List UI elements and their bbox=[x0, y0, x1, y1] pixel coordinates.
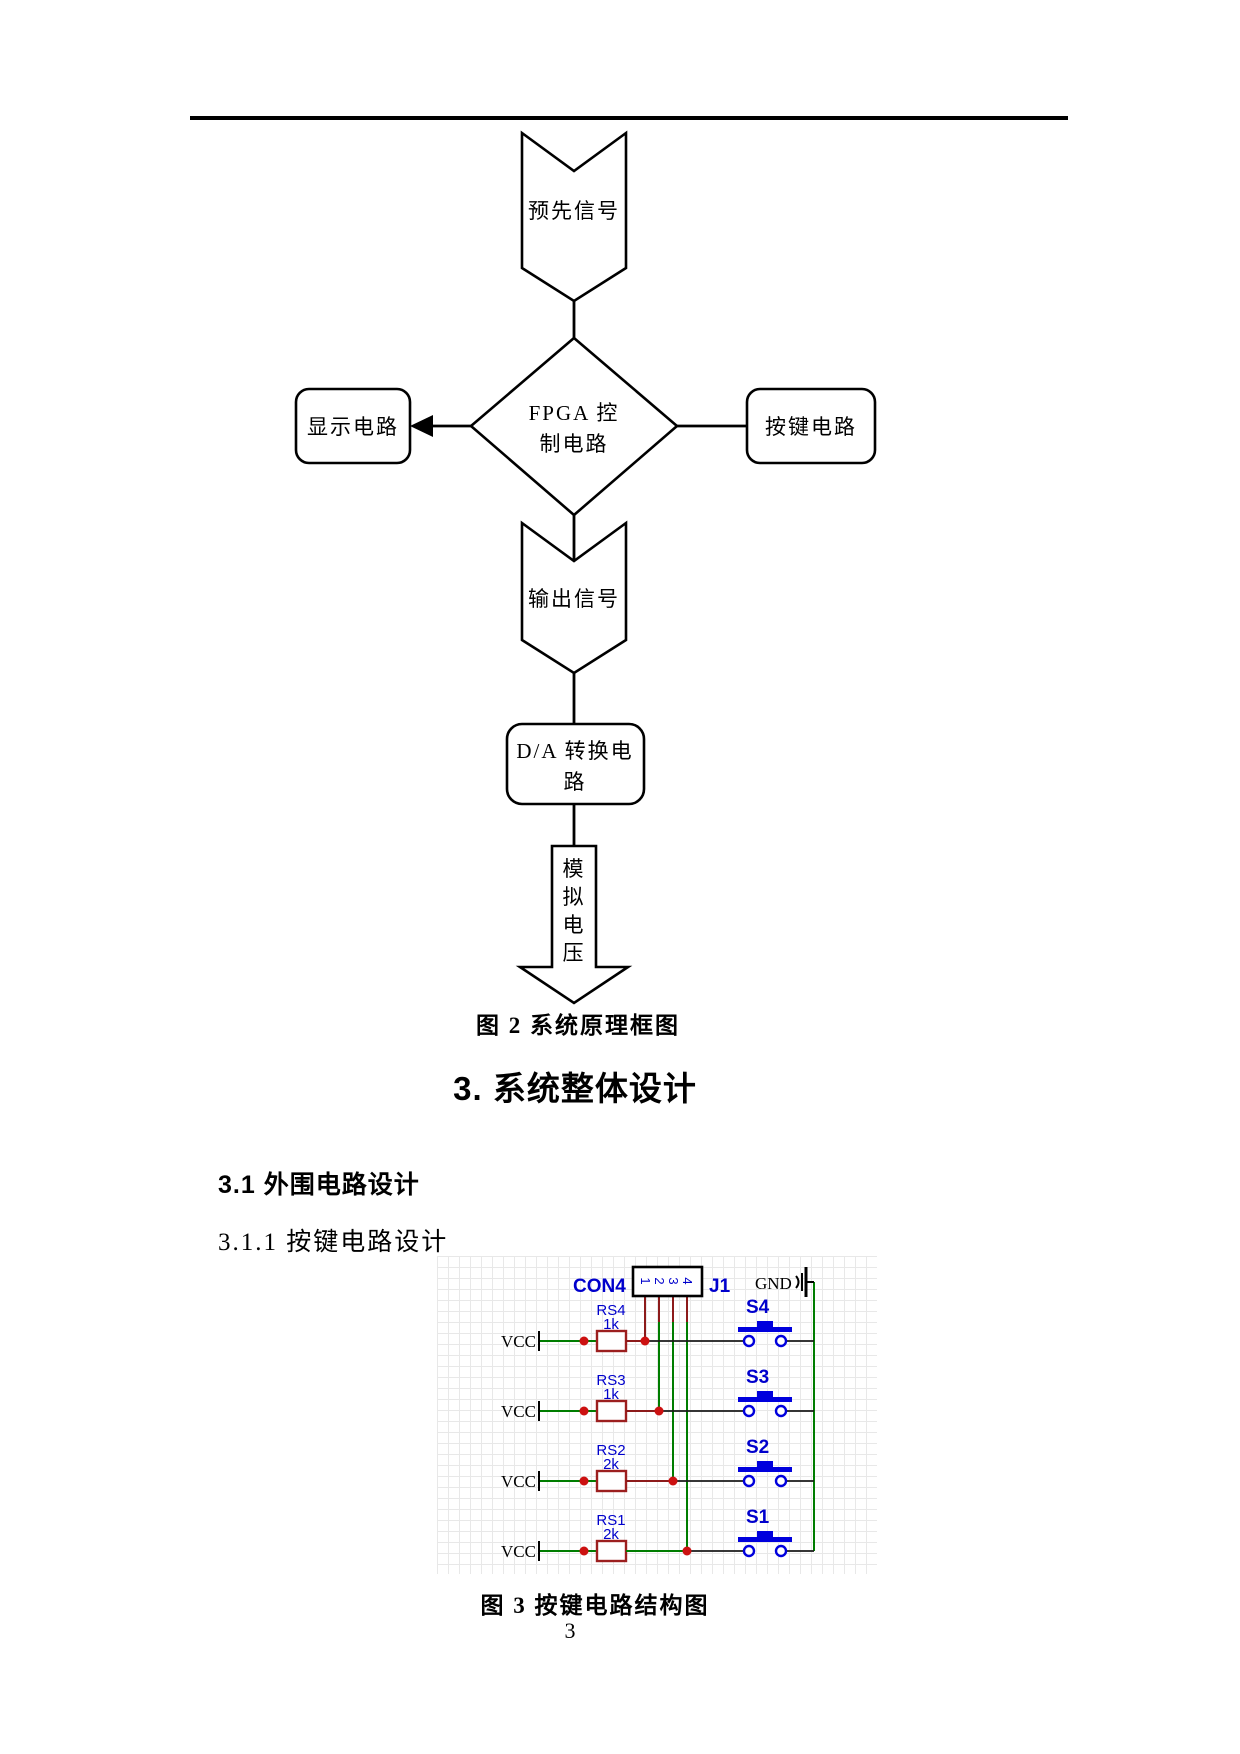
switch-s3-icon bbox=[757, 1391, 773, 1397]
button-circuit-box bbox=[745, 387, 877, 465]
vcc-label: VCC bbox=[501, 1542, 536, 1561]
switch-s3-icon bbox=[738, 1397, 792, 1402]
resistor-name: RS2 bbox=[596, 1442, 625, 1459]
fpga-label-line1: FPGA 控 bbox=[529, 401, 620, 425]
button-circuit-label: 按键电路 bbox=[765, 415, 857, 439]
display-circuit-box bbox=[294, 387, 412, 465]
junction-dot bbox=[640, 1336, 650, 1346]
output-signal-shape bbox=[520, 520, 628, 675]
switch-terminal bbox=[742, 1544, 756, 1558]
da-label-line1: D/A 转换电 bbox=[516, 739, 633, 763]
subsection-heading: 3.1 外围电路设计 bbox=[218, 1171, 420, 1199]
connector-pin-number: 2 bbox=[652, 1277, 667, 1284]
switch-terminal bbox=[774, 1404, 788, 1418]
page-number: 3 bbox=[564, 1618, 576, 1643]
vcc-label: VCC bbox=[501, 1402, 536, 1421]
gnd-port-icon bbox=[795, 1275, 800, 1289]
analog-voltage-char: 拟 bbox=[563, 885, 586, 909]
connector-pin-number: 4 bbox=[680, 1277, 695, 1284]
connector-pin-number: 1 bbox=[638, 1277, 653, 1284]
resistor-value: 2k bbox=[603, 1456, 619, 1473]
analog-voltage-char: 电 bbox=[563, 913, 586, 937]
circuit-row-s1: VCC RS1 2k S1 bbox=[501, 1507, 814, 1563]
switch-name: S1 bbox=[746, 1507, 770, 1528]
resistor-rs1 bbox=[595, 1539, 628, 1563]
switch-terminal bbox=[774, 1334, 788, 1348]
switch-s4-icon bbox=[738, 1327, 792, 1332]
da-conversion-box bbox=[505, 722, 646, 806]
junction-dot bbox=[579, 1546, 589, 1556]
gnd-label: GND bbox=[755, 1274, 792, 1293]
switch-name: S2 bbox=[746, 1437, 769, 1458]
da-label-line2: 路 bbox=[564, 770, 587, 794]
switch-terminal bbox=[742, 1474, 756, 1488]
junction-dot bbox=[579, 1336, 589, 1346]
preset-signal-shape bbox=[520, 130, 628, 303]
switch-s2-icon bbox=[757, 1461, 773, 1467]
vcc-label: VCC bbox=[501, 1332, 536, 1351]
resistor-value: 1k bbox=[603, 1316, 619, 1333]
display-circuit-label: 显示电路 bbox=[307, 415, 399, 439]
switch-s1-icon bbox=[757, 1531, 773, 1537]
figure2-flowchart: 预先信号 FPGA 控 制电路 显示电路 按键电路 输出信号 D/A 转换电 路… bbox=[294, 130, 877, 1005]
subsubsection-heading: 3.1.1 按键电路设计 bbox=[218, 1229, 449, 1256]
analog-voltage-char: 模 bbox=[563, 857, 586, 881]
junction-dot bbox=[682, 1546, 692, 1556]
junction-dot bbox=[668, 1476, 678, 1486]
circuit-row-s3: VCC RS3 1k S3 bbox=[501, 1367, 814, 1423]
figure3-schematic: GND CON4 1 2 3 4 J1 VCC RS4 1k bbox=[437, 1256, 877, 1574]
resistor-rs4 bbox=[595, 1329, 628, 1353]
resistor-value: 1k bbox=[603, 1386, 619, 1403]
output-signal-label: 输出信号 bbox=[528, 587, 620, 611]
junction-dot bbox=[579, 1406, 589, 1416]
fpga-control-diamond bbox=[469, 336, 679, 517]
figure2-caption: 图 2 系统原理框图 bbox=[476, 1013, 680, 1038]
analog-voltage-char: 压 bbox=[563, 941, 586, 965]
connector-body bbox=[631, 1265, 704, 1298]
switch-terminal bbox=[742, 1404, 756, 1418]
preset-signal-label: 预先信号 bbox=[528, 199, 620, 223]
switch-name: S4 bbox=[746, 1297, 770, 1318]
circuit-row-s4: VCC RS4 1k S4 bbox=[501, 1297, 814, 1353]
resistor-name: RS4 bbox=[596, 1302, 625, 1319]
circuit-row-s2: VCC RS2 2k S2 bbox=[501, 1437, 814, 1493]
arrowhead-left-icon bbox=[410, 415, 433, 437]
fpga-label-line2: 制电路 bbox=[540, 432, 609, 456]
junction-dot bbox=[654, 1406, 664, 1416]
switch-terminal bbox=[742, 1334, 756, 1348]
section-heading: 3. 系统整体设计 bbox=[453, 1070, 697, 1107]
header-rule bbox=[190, 116, 1068, 120]
switch-terminal bbox=[774, 1544, 788, 1558]
resistor-value: 2k bbox=[603, 1526, 619, 1543]
vcc-label: VCC bbox=[501, 1472, 536, 1491]
resistor-rs3 bbox=[595, 1399, 628, 1423]
connector-pin-number: 3 bbox=[666, 1277, 681, 1284]
junction-dot bbox=[579, 1476, 589, 1486]
figure3-caption: 图 3 按键电路结构图 bbox=[480, 1593, 710, 1618]
connector-designator: J1 bbox=[709, 1276, 731, 1297]
analog-voltage-arrow-icon bbox=[515, 844, 633, 1005]
switch-s2-icon bbox=[738, 1467, 792, 1472]
resistor-rs2 bbox=[595, 1469, 628, 1493]
switch-s4-icon bbox=[757, 1321, 773, 1327]
switch-name: S3 bbox=[746, 1367, 769, 1388]
connector-label: CON4 bbox=[573, 1276, 626, 1297]
resistor-name: RS1 bbox=[596, 1512, 625, 1529]
switch-terminal bbox=[774, 1474, 788, 1488]
switch-s1-icon bbox=[738, 1537, 792, 1542]
resistor-name: RS3 bbox=[596, 1372, 625, 1389]
